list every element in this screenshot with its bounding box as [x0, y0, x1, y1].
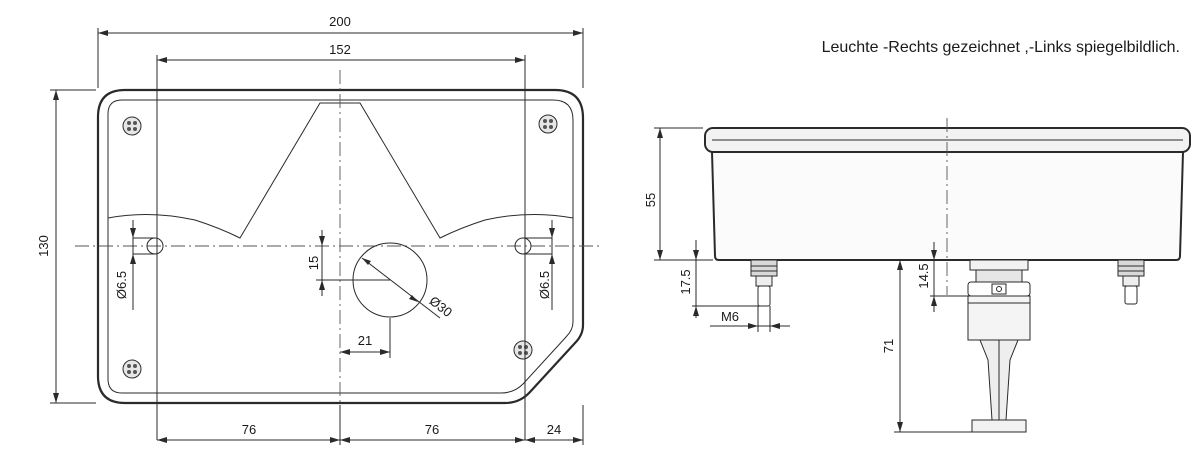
cable-hole-diameter-line [361, 257, 441, 319]
arrow [130, 228, 136, 238]
arrow [770, 323, 780, 329]
dim-14-5: 14.5 [916, 263, 931, 288]
arrow [897, 422, 903, 432]
housing-body [710, 151, 1185, 261]
dim-hole-center: Ø30 [426, 293, 455, 320]
dim-71: 71 [881, 339, 896, 353]
arrow [573, 437, 583, 443]
arrow [98, 30, 108, 36]
arrow [931, 250, 937, 260]
arrow [657, 250, 663, 260]
arrow [515, 57, 525, 63]
dim-21: 21 [358, 333, 372, 348]
dim-55: 55 [643, 193, 658, 207]
arrow [573, 30, 583, 36]
arrow [319, 280, 325, 290]
arrow [330, 437, 340, 443]
dim-200: 200 [329, 14, 351, 29]
screw-icon [538, 114, 558, 134]
dim-130: 130 [36, 235, 51, 257]
arrow [549, 254, 555, 264]
arrow [340, 437, 350, 443]
arrow [549, 228, 555, 238]
housing-outline [96, 88, 585, 405]
screw-icon [513, 340, 533, 360]
reflector-triangle [107, 102, 574, 239]
arrow [693, 250, 699, 260]
arrow [748, 323, 758, 329]
dim-76-left: 76 [242, 422, 256, 437]
arrow [931, 296, 937, 306]
arrow [157, 437, 167, 443]
lens-outline [107, 99, 574, 394]
dim-17-5: 17.5 [678, 269, 693, 294]
arrow [130, 254, 136, 264]
screw-icon [122, 359, 142, 379]
arrow [380, 349, 390, 355]
side-view: 55 17.5 M6 14.5 71 [643, 118, 1191, 433]
arrow [515, 437, 525, 443]
connector-plug [967, 259, 1031, 433]
arrow [53, 393, 59, 403]
dim-15: 15 [306, 256, 321, 270]
mounting-stud-left [750, 259, 778, 307]
dim-76-right: 76 [425, 422, 439, 437]
arrow [319, 236, 325, 246]
dim-152: 152 [329, 42, 351, 57]
arrow [525, 437, 535, 443]
arrow [409, 295, 418, 302]
screw-icon [122, 116, 142, 136]
arrow [657, 128, 663, 138]
arrow [340, 349, 350, 355]
dim-hole-right: Ø6.5 [537, 271, 552, 299]
arrow [897, 260, 903, 270]
front-view: 200 152 130 76 76 24 Ø6.5 [36, 14, 600, 445]
dim-hole-left: Ø6.5 [114, 271, 129, 299]
mounting-stud-right [1117, 259, 1145, 305]
arrow [693, 306, 699, 316]
arrow [157, 57, 167, 63]
dim-24: 24 [547, 422, 561, 437]
dim-m6: M6 [721, 309, 739, 324]
arrow [53, 90, 59, 100]
arrow [362, 258, 371, 265]
drawing-note: Leuchte -Rechts gezeichnet ,-Links spieg… [822, 39, 1180, 56]
